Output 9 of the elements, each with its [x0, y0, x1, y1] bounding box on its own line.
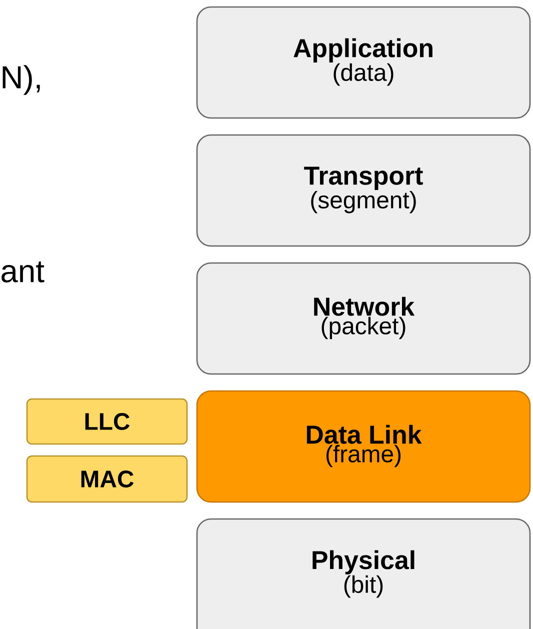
layer-box: Physical (bit): [196, 518, 531, 629]
sublayer-box: LLC: [26, 398, 188, 445]
layer-box: Data Link (frame): [196, 390, 531, 503]
layer-box: Network (packet): [196, 262, 531, 375]
sublayer-box: MAC: [26, 455, 188, 503]
layer-box: Transport (segment): [196, 134, 531, 247]
layer-box: Application (data): [196, 6, 531, 119]
text-fragment: ant: [2, 262, 44, 282]
text-fragment: N),: [2, 65, 40, 95]
